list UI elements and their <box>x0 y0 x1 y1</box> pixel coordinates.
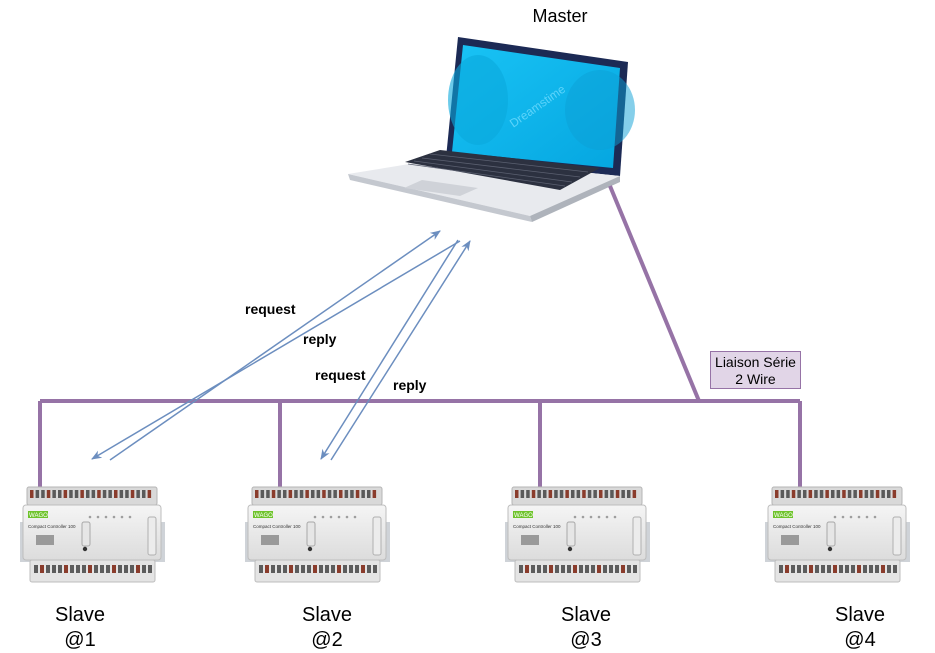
plc-brand-text: WAGO <box>254 513 273 519</box>
plc-model-text: Compact Controller 100 <box>28 524 76 529</box>
request-arrow-1 <box>91 240 461 460</box>
request-arrow-2 <box>320 239 459 460</box>
slave-label-4: Slave @4 <box>800 603 920 653</box>
plc-brand-text: WAGO <box>774 513 793 519</box>
plc-model-text: Compact Controller 100 <box>253 524 301 529</box>
slave-address: @1 <box>64 629 96 651</box>
plc-slave-1-icon: WAGO Compact Controller 100 <box>20 486 165 583</box>
slave-label-1: Slave @1 <box>20 603 140 653</box>
slave-label-3: Slave @3 <box>526 603 646 653</box>
request-label-1: request <box>245 301 296 317</box>
reply-label-1: reply <box>303 331 337 347</box>
slave-name: Slave <box>560 604 612 626</box>
slave-name: Slave <box>301 604 353 626</box>
plc-slave-3-icon: WAGO Compact Controller 100 <box>505 486 650 583</box>
slave-address: @4 <box>844 629 876 651</box>
slave-name: Slave <box>834 604 886 626</box>
plc-model-text: Compact Controller 100 <box>773 524 821 529</box>
plc-slave-4-icon: WAGO Compact Controller 100 <box>765 486 910 583</box>
master-laptop-icon: Dreamstime <box>348 37 635 222</box>
reply-label-2: reply <box>393 377 427 393</box>
bus-label-line2: 2 Wire <box>735 371 776 387</box>
plc-brand-text: WAGO <box>29 513 48 519</box>
bus-label-box: Liaison Série 2 Wire <box>710 351 801 389</box>
slave-label-2: Slave @2 <box>267 603 387 653</box>
reply-arrow-1 <box>109 230 441 461</box>
slave-address: @3 <box>570 629 602 651</box>
serial-bus <box>38 185 802 492</box>
message-arrows <box>91 230 471 461</box>
plc-brand-text: WAGO <box>514 513 533 519</box>
master-label: Master <box>532 6 588 26</box>
plc-slave-2-icon: WAGO Compact Controller 100 <box>245 486 390 583</box>
request-label-2: request <box>315 367 366 383</box>
slave-address: @2 <box>311 629 343 651</box>
reply-arrow-2 <box>330 240 471 461</box>
plc-model-text: Compact Controller 100 <box>513 524 561 529</box>
bus-uplink <box>608 185 701 402</box>
bus-label-line1: Liaison Série <box>715 354 796 370</box>
slave-name: Slave <box>54 604 106 626</box>
